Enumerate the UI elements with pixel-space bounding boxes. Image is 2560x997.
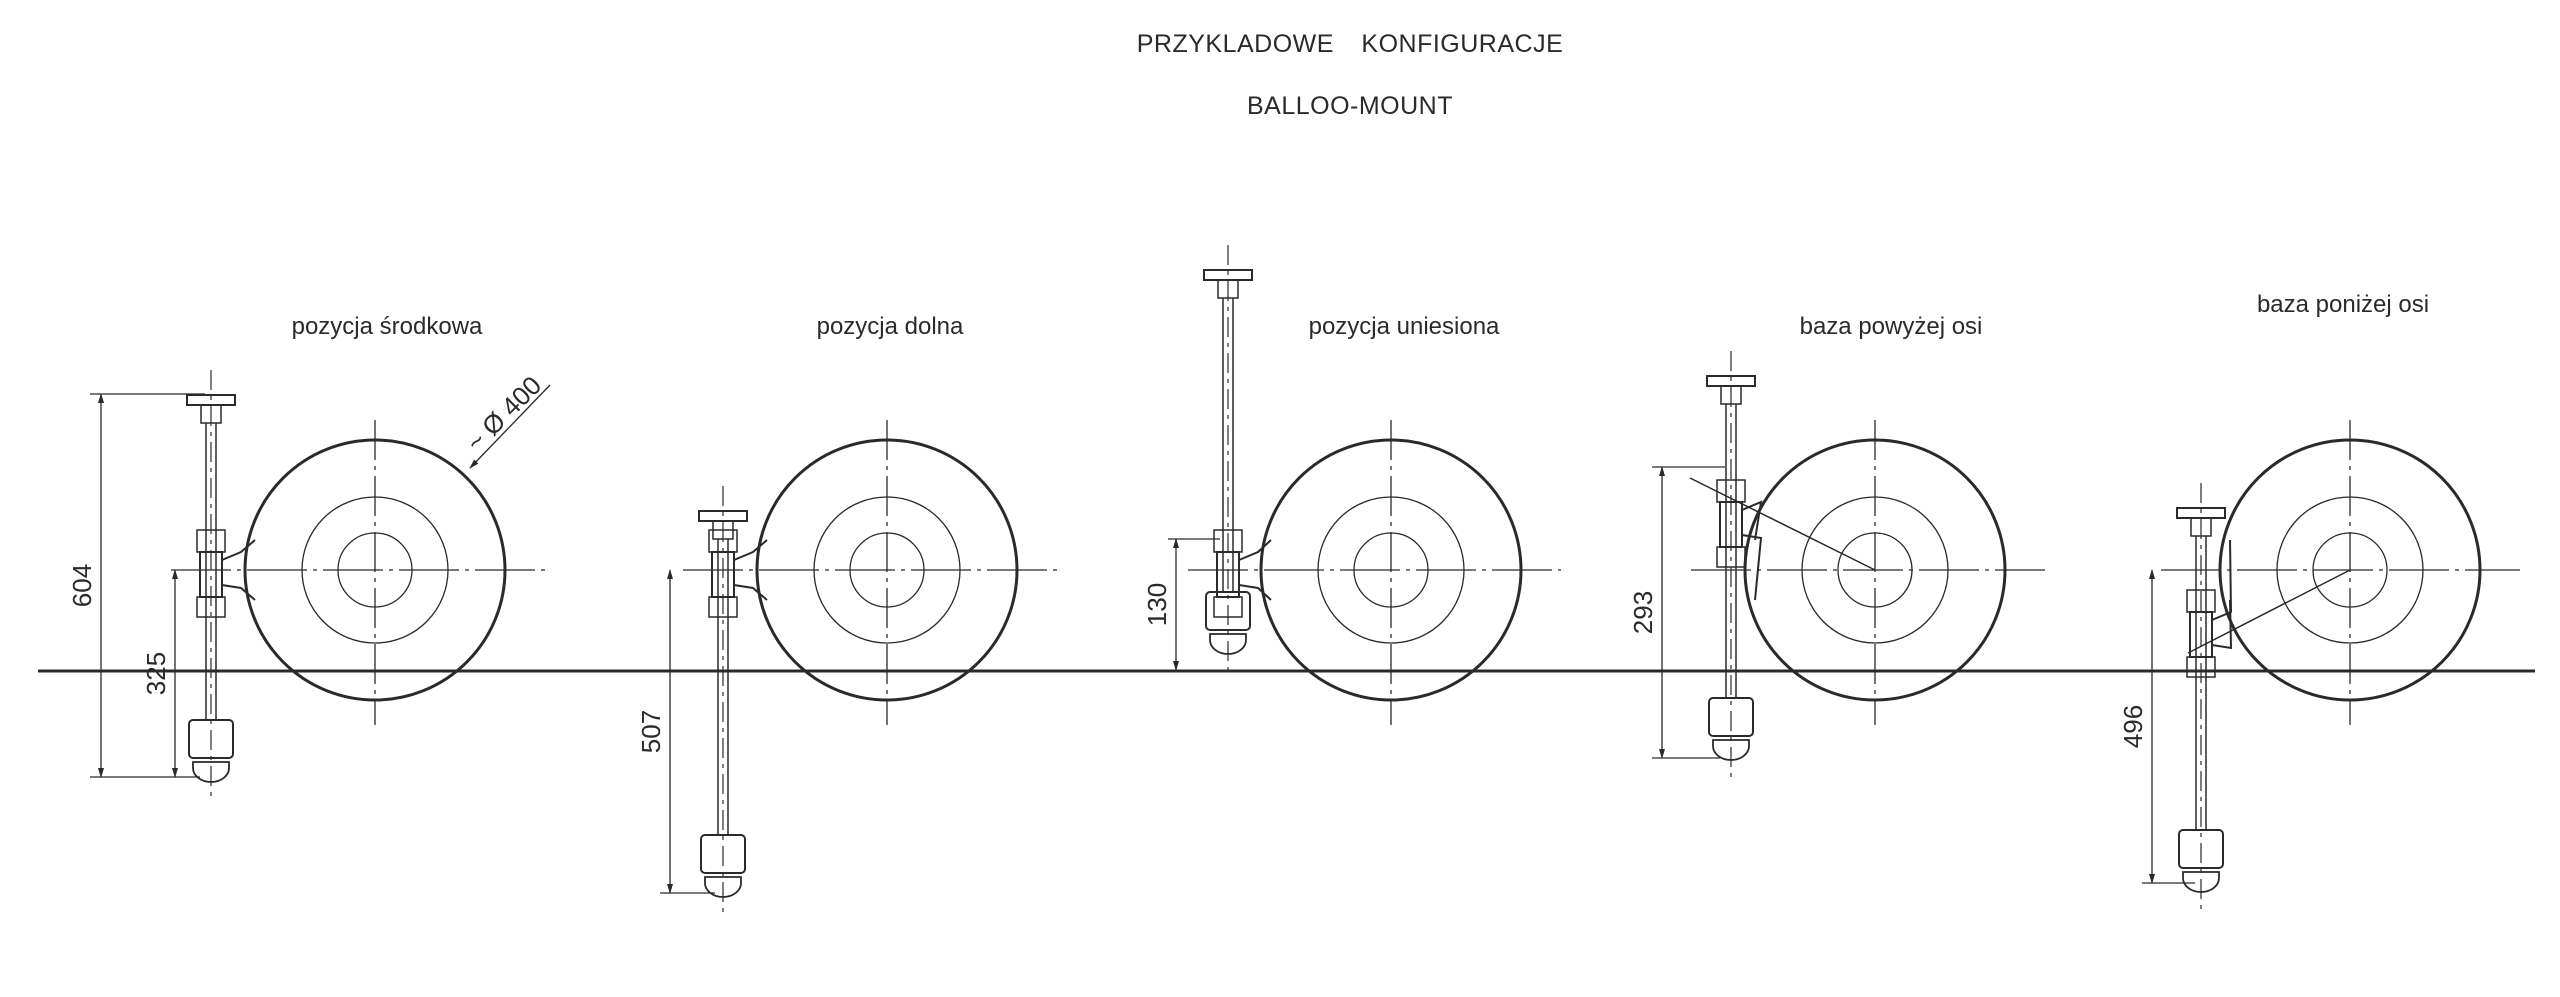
- base-foot: [1712, 739, 1750, 761]
- base-clamp: [1708, 697, 1754, 737]
- dimension-value: 130: [1142, 583, 1172, 626]
- dimension: 293: [1628, 466, 1725, 759]
- dimension: 507: [636, 569, 715, 894]
- configuration-panel: baza poniżej osi 496: [2118, 291, 2520, 910]
- dimension-value: 293: [1628, 591, 1658, 634]
- base-foot: [704, 876, 742, 898]
- configuration-panel: baza powyżej osi 293: [1628, 313, 2045, 778]
- mounting-mast: [698, 486, 768, 915]
- angle-line: [2187, 569, 2351, 654]
- balloon: [2161, 420, 2520, 725]
- dimension-value: 507: [636, 710, 666, 753]
- diameter-callout: ~ Ø 400: [460, 370, 551, 469]
- diameter-value: ~ Ø 400: [460, 370, 547, 457]
- balloon: [683, 420, 1057, 725]
- configuration-label: pozycja środkowa: [292, 313, 483, 340]
- dimension: 325: [141, 569, 178, 778]
- balloon: [171, 420, 545, 725]
- base-foot: [192, 761, 230, 783]
- diameter-leader: [469, 384, 551, 469]
- configuration-panel: pozycja uniesiona 130: [1142, 245, 1561, 725]
- balloon: [1691, 420, 2045, 725]
- balloon-bracket: [1238, 539, 1272, 601]
- dimension: 604: [67, 393, 205, 778]
- dimension: 496: [2118, 569, 2195, 884]
- base-clamp: [2178, 829, 2224, 869]
- configuration-panel: pozycja dolna 507: [636, 313, 1057, 915]
- dimension-value: 496: [2118, 705, 2148, 748]
- dimension-value: 604: [67, 564, 97, 607]
- configuration-label: baza powyżej osi: [1800, 313, 1983, 340]
- configuration-panel: pozycja środkowa 604 325 ~ Ø 400: [67, 313, 551, 800]
- mounting-mast: [1706, 351, 1763, 778]
- drawing-subtitle: BALLOO-MOUNT: [1246, 92, 1454, 120]
- balloon-bracket: [733, 539, 768, 601]
- dimension-value: 325: [141, 652, 171, 695]
- base-foot: [1209, 633, 1247, 655]
- angle-line: [1689, 477, 1876, 571]
- mounting-mast: [186, 370, 256, 800]
- base-clamp: [1205, 591, 1251, 631]
- dimension: 130: [1142, 538, 1220, 671]
- mounting-mast: [2176, 483, 2233, 910]
- balloon-bracket: [221, 539, 256, 601]
- mounting-mast: [1203, 245, 1272, 672]
- configuration-label: baza poniżej osi: [2257, 291, 2429, 318]
- balloon: [1188, 420, 1561, 725]
- configuration-label: pozycja uniesiona: [1309, 313, 1500, 340]
- balloon-bracket: [2211, 539, 2233, 650]
- drawing-title: PRZYKLADOWE KONFIGURACJE: [1136, 30, 1564, 58]
- base-foot: [2182, 871, 2220, 893]
- configuration-label: pozycja dolna: [817, 313, 964, 340]
